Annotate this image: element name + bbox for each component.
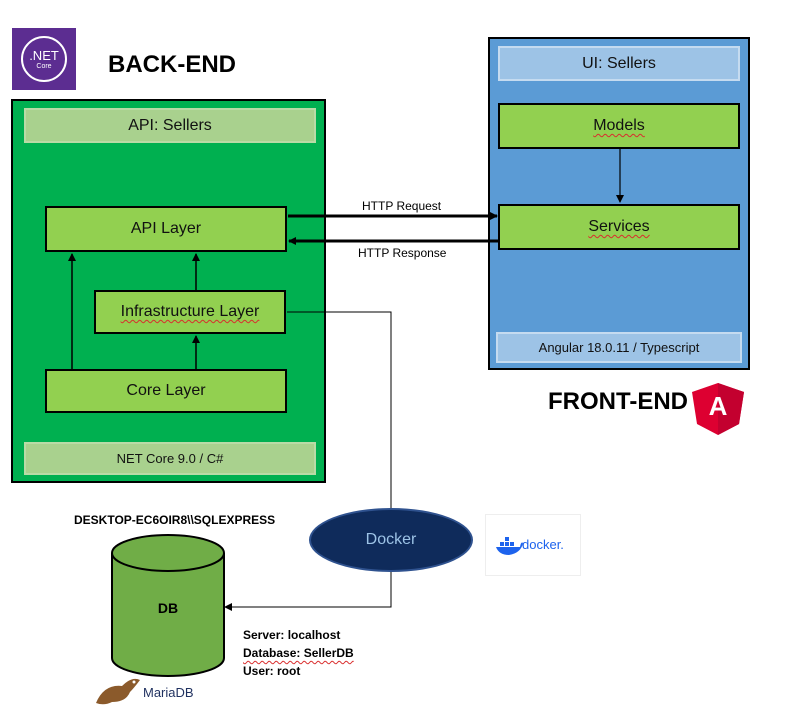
db-database-value: Database: SellerDB <box>243 646 354 660</box>
dotnet-logo-text: .NET <box>29 48 59 63</box>
api-layer-label: API Layer <box>130 220 202 237</box>
docker-label: Docker <box>365 531 417 548</box>
dotnet-logo-ring <box>21 36 67 82</box>
db-user-text: User: root <box>243 664 301 678</box>
docker-node: Docker <box>309 508 473 572</box>
frontend-footer-label: Angular 18.0.11 / Typescript <box>496 332 742 363</box>
docker-logo-text: docker. <box>522 537 564 552</box>
http-response-label: HTTP Response <box>358 246 447 260</box>
db-database-text: Database: SellerDB <box>243 646 354 660</box>
backend-title: BACK-END <box>108 51 236 78</box>
core-layer-label: Core Layer <box>126 382 206 399</box>
services-box: Services <box>498 204 740 250</box>
frontend-container <box>488 37 750 370</box>
db-host-label: DESKTOP-EC6OIR8\\SQLEXPRESS <box>74 513 276 527</box>
api-sellers-label: API: Sellers <box>24 108 316 143</box>
dotnet-logo-subtext: Core <box>36 63 52 70</box>
mariadb-logo-text: MariaDB <box>143 685 194 700</box>
models-box: Models <box>498 103 740 149</box>
docker-logo: docker. <box>485 514 581 576</box>
infra-to-db-line <box>232 311 392 608</box>
frontend-footer-text: Angular 18.0.11 / Typescript <box>538 340 700 355</box>
docker-whale-icon <box>496 537 523 555</box>
infrastructure-layer-box: Infrastructure Layer <box>94 290 286 334</box>
backend-footer-label: NET Core 9.0 / C# <box>24 442 316 475</box>
dotnet-core-logo: .NET Core <box>12 28 76 90</box>
db-label: DB <box>157 600 179 616</box>
ui-sellers-label: UI: Sellers <box>498 46 740 81</box>
frontend-title: FRONT-END <box>548 388 688 415</box>
models-label: Models <box>593 117 645 134</box>
api-layer-box: API Layer <box>45 206 287 252</box>
services-label: Services <box>588 218 650 235</box>
infrastructure-layer-label: Infrastructure Layer <box>120 303 260 320</box>
angular-logo-letter: A <box>708 391 728 421</box>
core-layer-box: Core Layer <box>45 369 287 413</box>
db-server-text: Server: localhost <box>243 628 341 642</box>
db-arrowhead <box>224 603 232 611</box>
http-request-label: HTTP Request <box>362 199 442 213</box>
